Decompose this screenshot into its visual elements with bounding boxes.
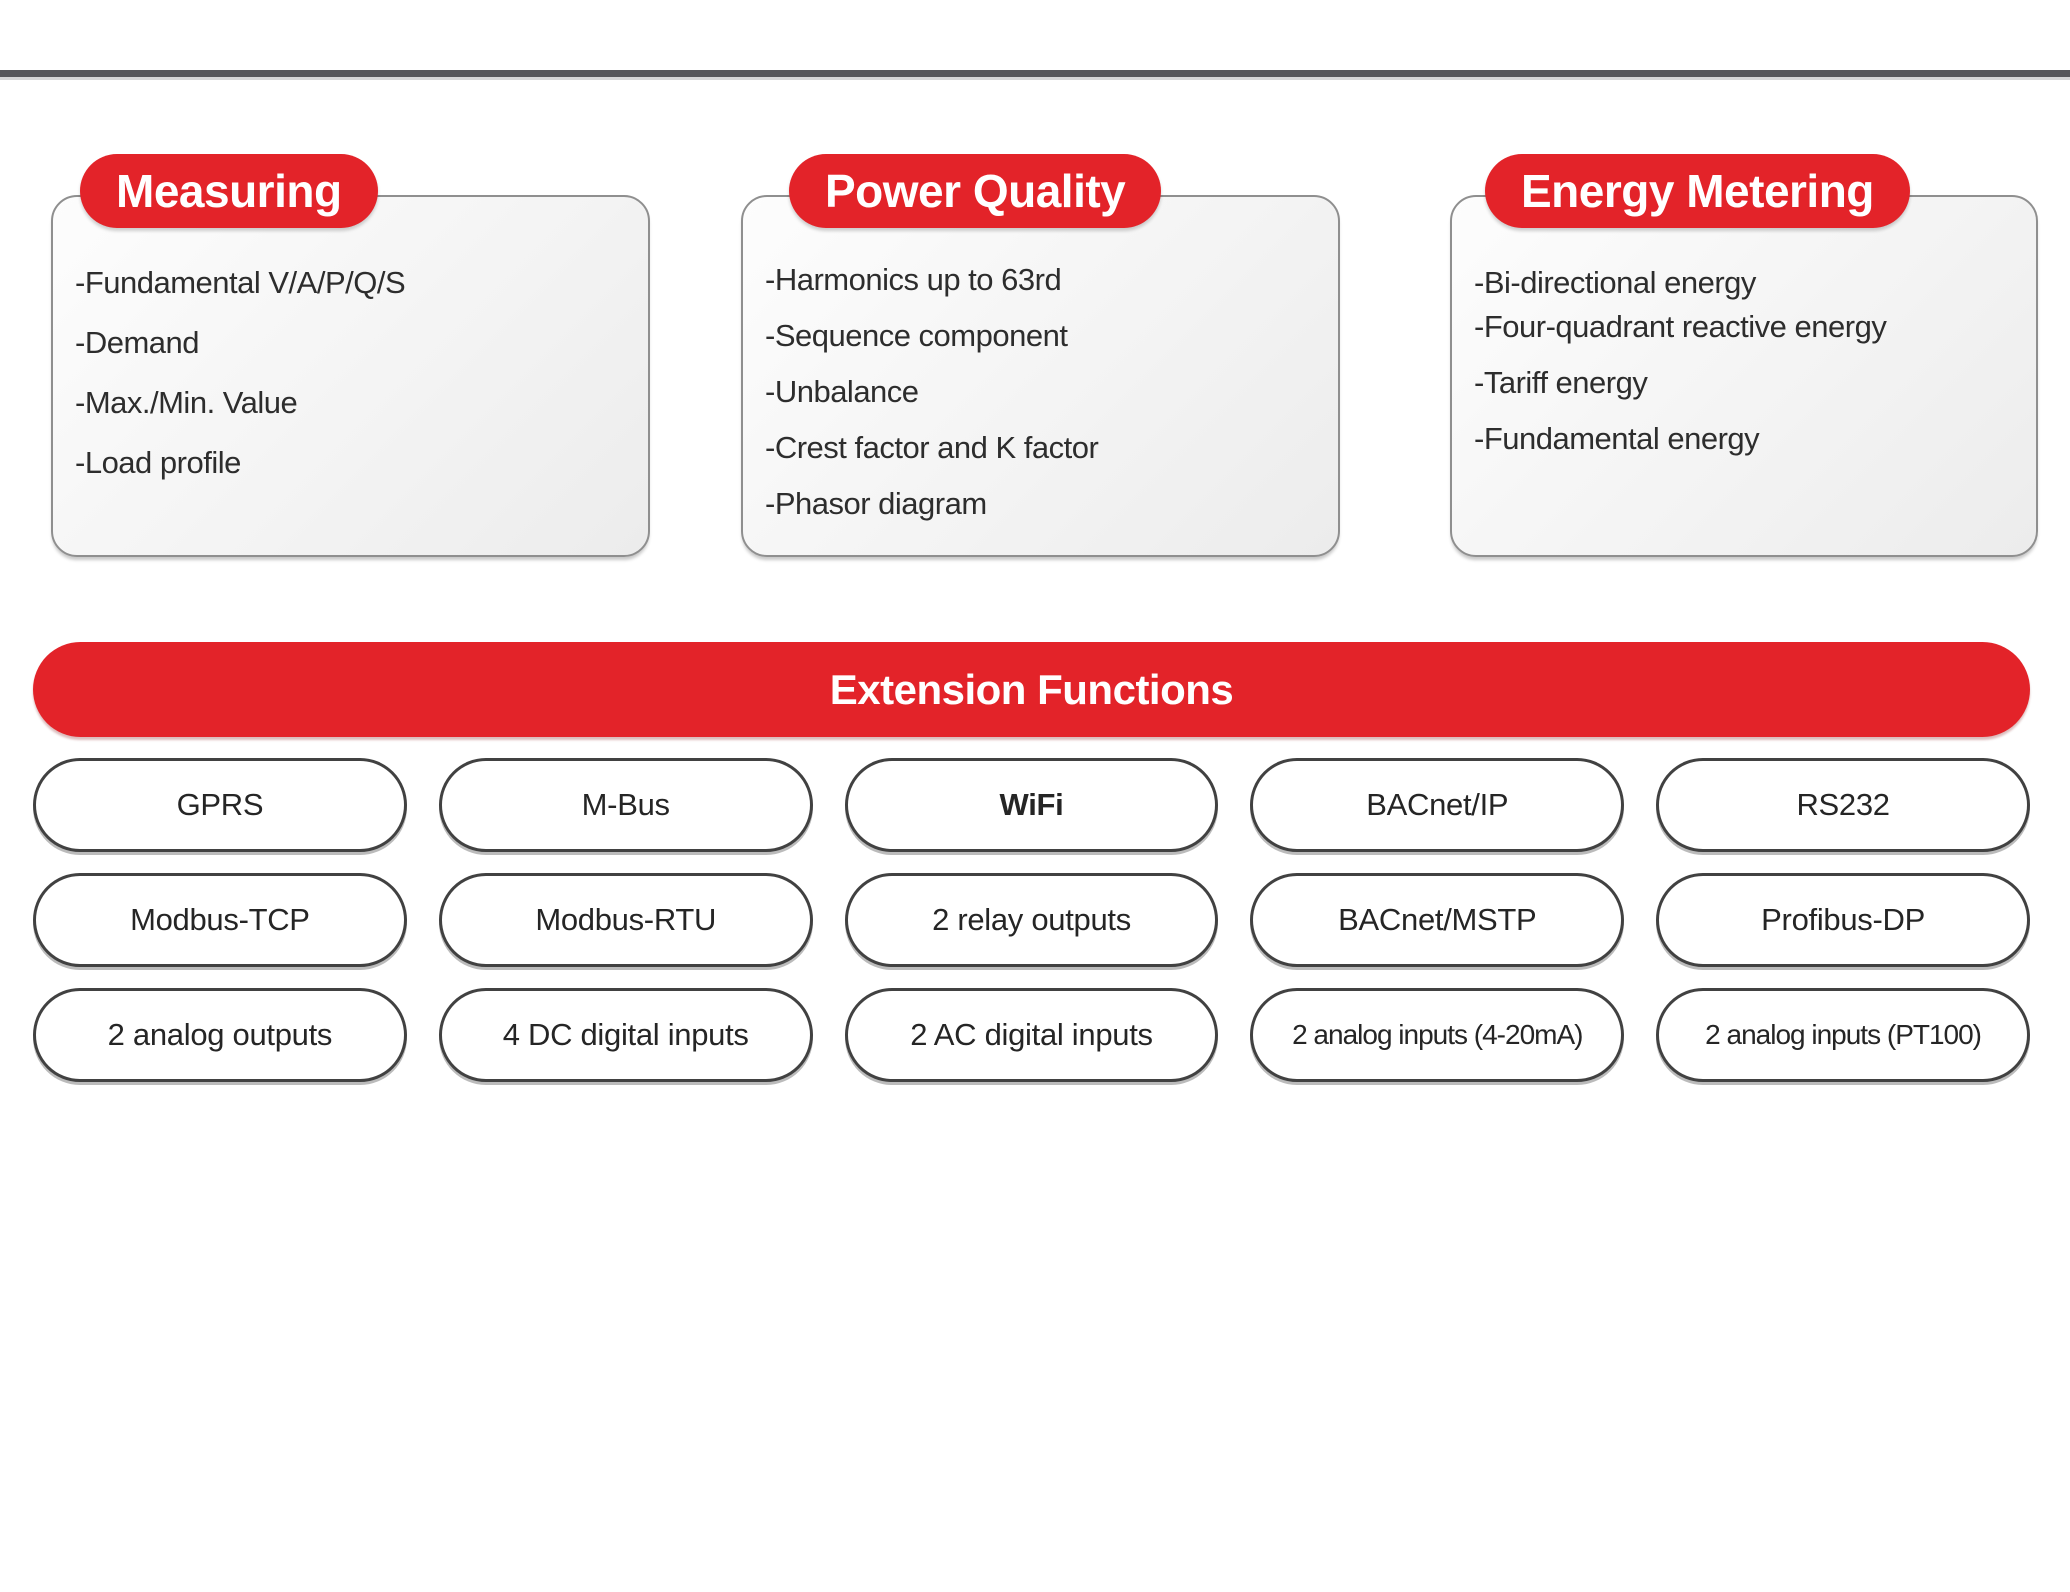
feature-item: -Bi-directional energy [1474, 265, 1756, 300]
card-title-pill-measuring: Measuring [80, 154, 378, 228]
card-title-measuring: Measuring [116, 165, 342, 217]
feature-item: -Crest factor and K factor [765, 430, 1099, 465]
extension-pill-2-ac-digital-inputs: 2 AC digital inputs [844, 988, 1219, 1082]
feature-item: -Load profile [75, 445, 241, 480]
extension-pill-profibus-dp: Profibus-DP [1656, 873, 2030, 967]
card-title-pill-power-quality: Power Quality [789, 154, 1162, 228]
card-title-power-quality: Power Quality [825, 165, 1126, 217]
extension-pill-modbus-tcp: Modbus-TCP [33, 873, 407, 967]
feature-item: -Sequence component [765, 318, 1068, 353]
extension-pill-modbus-rtu: Modbus-RTU [438, 873, 813, 967]
feature-card-power-quality: Power Quality -Harmonics up to 63rd -Seq… [741, 154, 1340, 557]
feature-card-measuring: Measuring -Fundamental V/A/P/Q/S -Demand… [51, 154, 650, 557]
feature-item: -Tariff energy [1474, 365, 1648, 400]
feature-list-power-quality: -Harmonics up to 63rd -Sequence componen… [743, 197, 1338, 532]
feature-list-energy-metering: -Bi-directional energy -Four-quadrant re… [1452, 197, 2036, 467]
feature-item: -Phasor diagram [765, 486, 987, 521]
extension-pill-2-relay-outputs: 2 relay outputs [844, 873, 1219, 967]
extension-pill-2-analog-inputs-pt100: 2 analog inputs (PT100) [1656, 988, 2030, 1082]
extension-functions-banner: Extension Functions [33, 642, 2030, 737]
feature-item: -Demand [75, 325, 200, 360]
card-title-energy-metering: Energy Metering [1521, 165, 1874, 217]
extension-functions-title: Extension Functions [829, 665, 1234, 713]
extension-pill-m-bus: M-Bus [438, 758, 813, 852]
extension-pill-bacnet-ip: BACnet/IP [1250, 758, 1625, 852]
feature-card-energy-metering: Energy Metering -Bi-directional energy -… [1450, 154, 2038, 557]
top-divider-line [0, 70, 2070, 77]
extension-pill-2-analog-inputs-4-20ma: 2 analog inputs (4-20mA) [1250, 988, 1625, 1082]
feature-item: -Fundamental energy [1474, 421, 1760, 456]
extension-pill-wifi: WiFi [844, 758, 1219, 852]
card-title-pill-energy-metering: Energy Metering [1485, 154, 1910, 228]
extension-pill-4-dc-digital-inputs: 4 DC digital inputs [438, 988, 813, 1082]
feature-list-measuring: -Fundamental V/A/P/Q/S -Demand -Max./Min… [53, 197, 648, 493]
feature-item: -Max./Min. Value [75, 385, 298, 420]
extension-pill-gprs: GPRS [33, 758, 407, 852]
extension-pill-2-analog-outputs: 2 analog outputs [33, 988, 407, 1082]
feature-item: -Harmonics up to 63rd [765, 262, 1062, 297]
extension-functions-grid: GPRS M-Bus WiFi BACnet/IP RS232 Modbus-T… [33, 758, 2030, 1082]
extension-pill-rs232: RS232 [1656, 758, 2030, 852]
feature-item: -Four-quadrant reactive energy [1474, 309, 1887, 344]
feature-item: -Unbalance [765, 374, 919, 409]
feature-item: -Fundamental V/A/P/Q/S [75, 265, 406, 300]
top-divider-shadow [0, 77, 2070, 80]
extension-pill-bacnet-mstp: BACnet/MSTP [1250, 873, 1625, 967]
